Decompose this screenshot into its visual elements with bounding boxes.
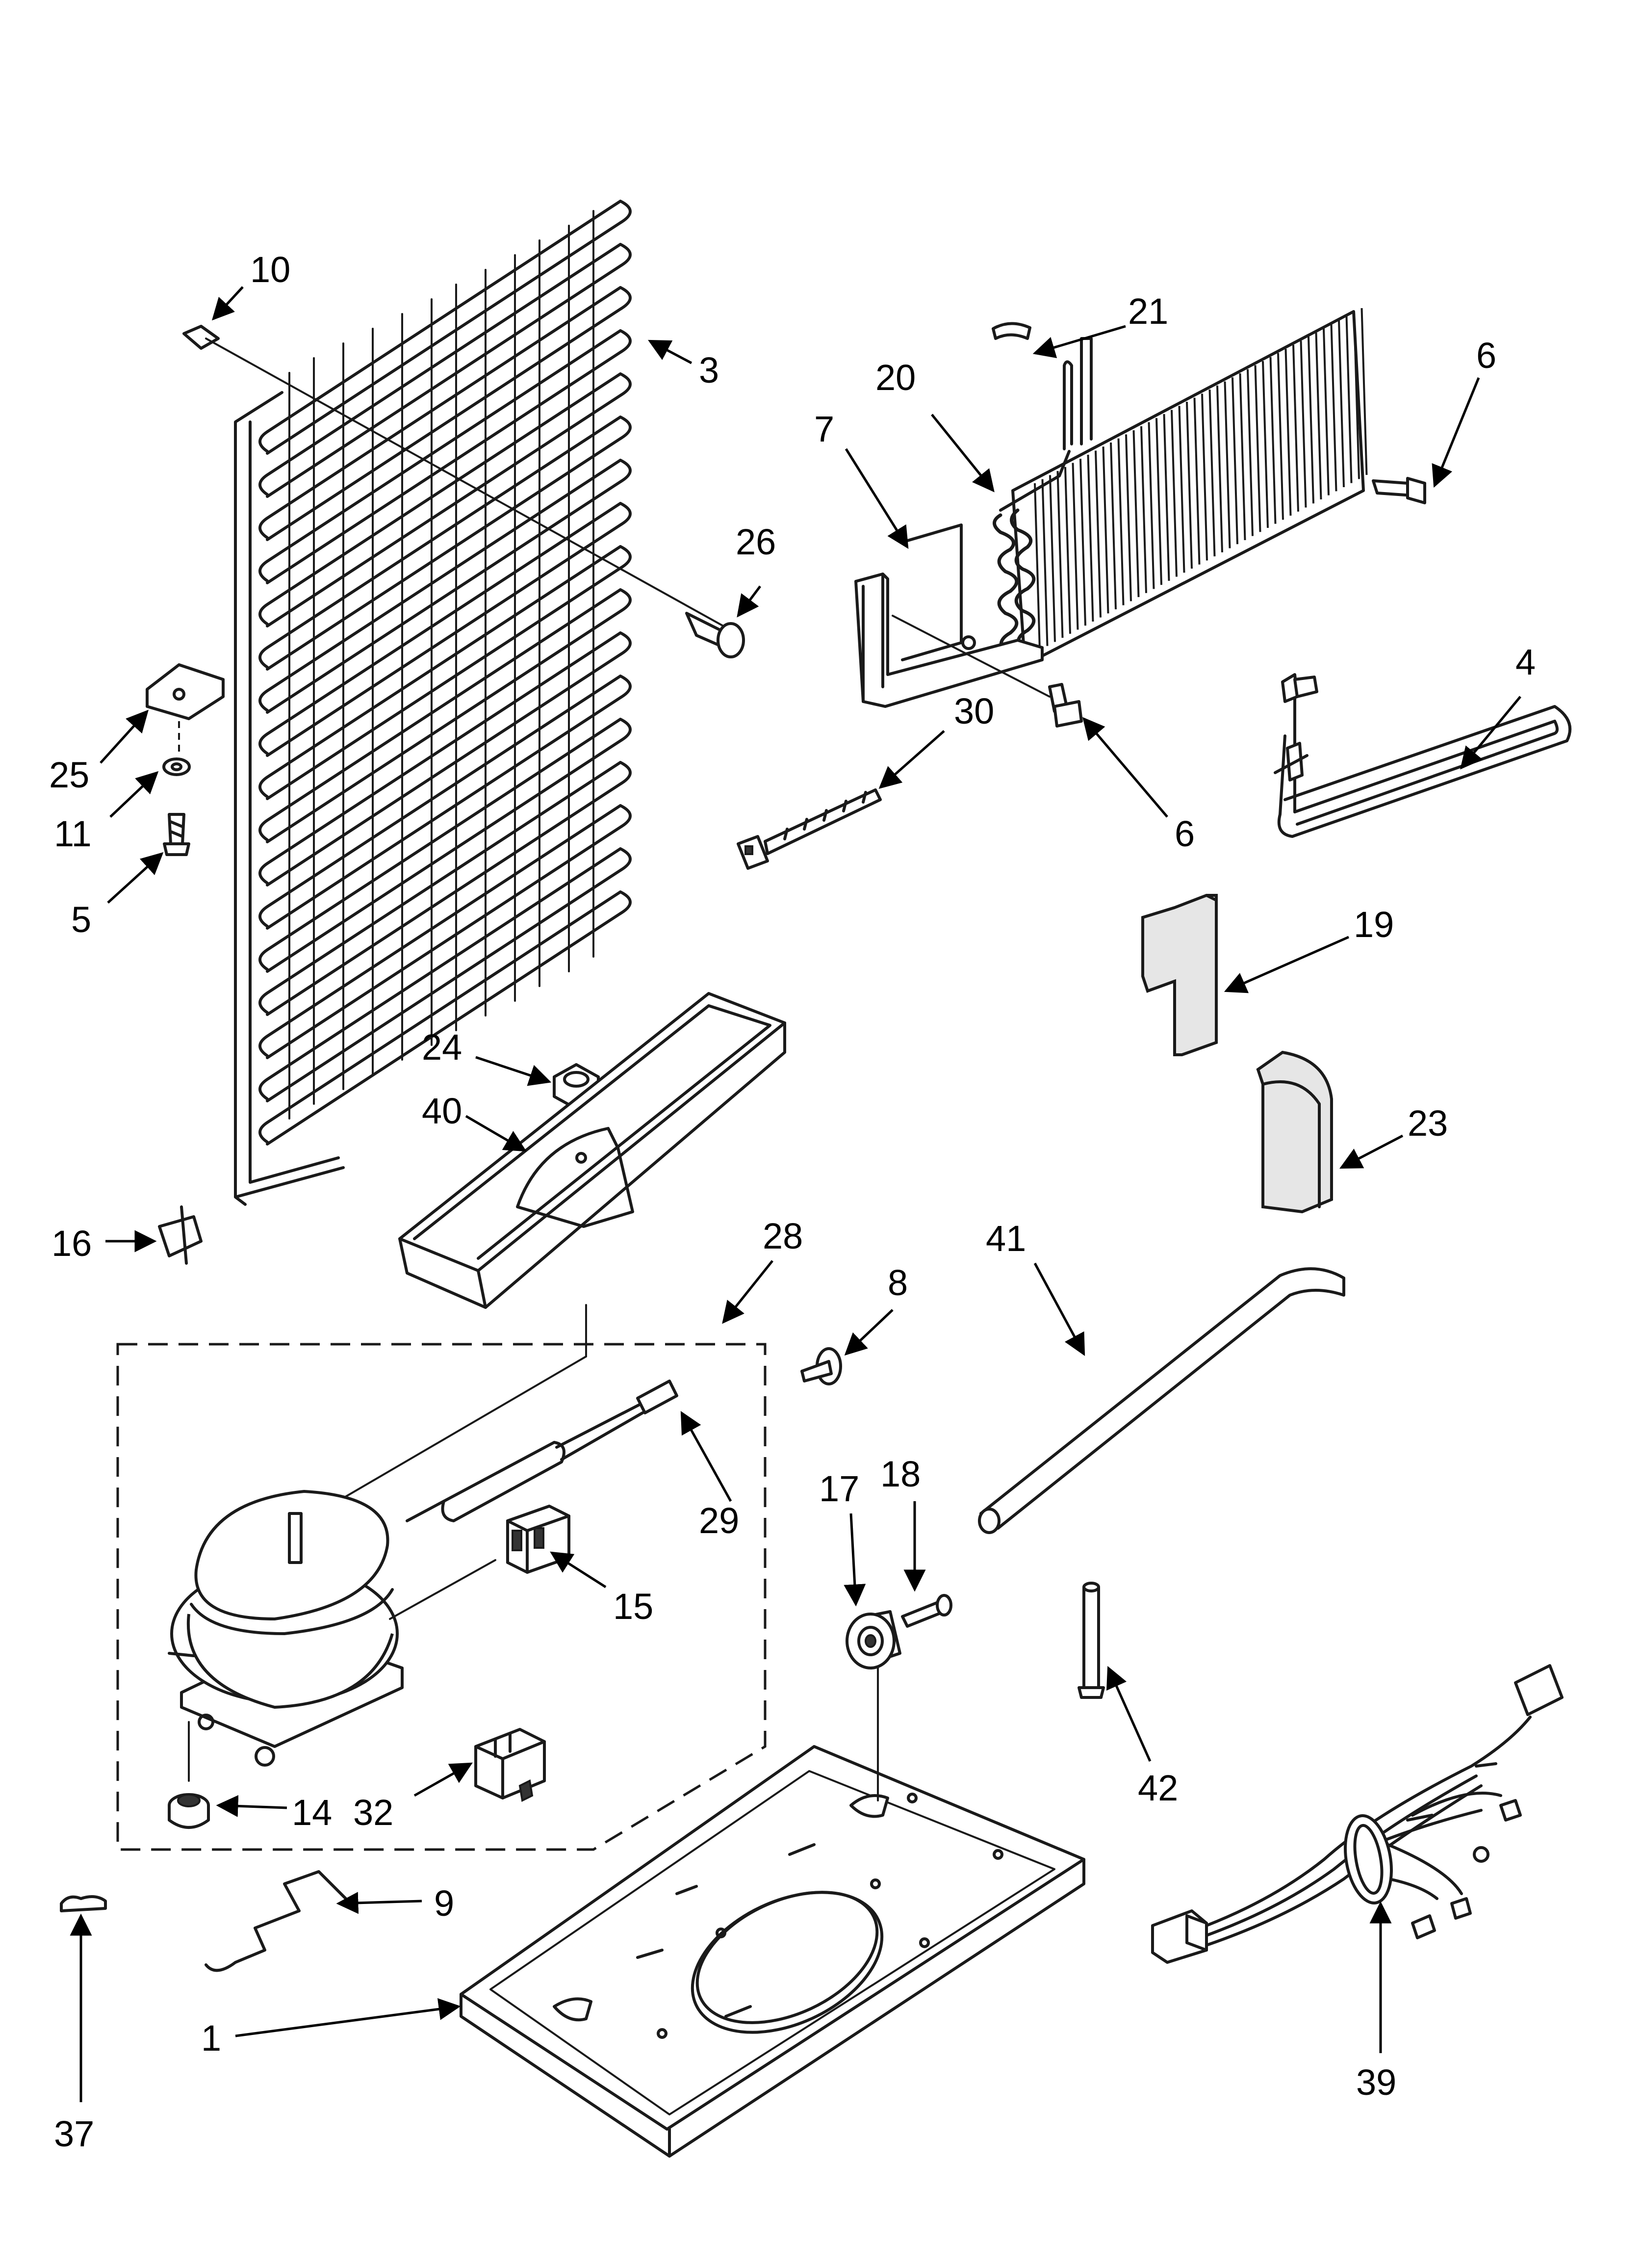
clip-part-21 [992, 322, 1031, 340]
callout-10: 10 [250, 249, 290, 290]
wire-harness-part-39 [1151, 1664, 1564, 1964]
screw-part-5 [163, 813, 190, 856]
callout-17: 17 [819, 1468, 859, 1509]
callout-32: 32 [353, 1792, 393, 1833]
callout-14: 14 [292, 1792, 332, 1833]
pin-part-26 [685, 612, 745, 658]
screw-part-10 [182, 325, 737, 634]
callout-3: 3 [699, 350, 719, 391]
callout-37: 37 [54, 2113, 94, 2154]
callout-26: 26 [736, 521, 776, 562]
callout-6-lower: 6 [1175, 813, 1195, 854]
bracket-part-25 [146, 663, 225, 756]
callout-11: 11 [54, 813, 92, 854]
wire-part-9 [205, 1870, 347, 1972]
pin-part-42 [1078, 1582, 1105, 1699]
grommet-part-14 [168, 1721, 210, 1829]
callout-41: 41 [986, 1218, 1026, 1259]
tube-part-41 [978, 1267, 1345, 1534]
cable-tie-part-30 [737, 788, 882, 870]
callout-5: 5 [71, 899, 91, 940]
callout-19: 19 [1354, 904, 1394, 945]
foam-block-part-23 [1256, 1050, 1333, 1214]
callout-42: 42 [1138, 1768, 1178, 1808]
evaporator-coil-part-20 [993, 308, 1368, 666]
callout-25: 25 [49, 755, 89, 795]
relay-part-15 [506, 1505, 570, 1574]
plug-part-8 [800, 1347, 842, 1385]
callout-1: 1 [201, 2018, 221, 2059]
compressor-assembly-boundary-28 [116, 1304, 767, 1851]
screw-part-6-lower [1048, 683, 1083, 728]
condenser-coil [234, 200, 632, 1206]
compressor [168, 1490, 496, 1767]
callout-23: 23 [1408, 1103, 1448, 1144]
clip-part-37 [60, 1895, 107, 1912]
callout-18: 18 [880, 1454, 921, 1494]
foam-block-part-19 [1141, 894, 1218, 1056]
capacitor-part-32 [474, 1728, 546, 1802]
callout-7: 7 [814, 409, 834, 449]
drain-pan-part-40 [398, 992, 786, 1309]
callout-16: 16 [51, 1223, 92, 1264]
callout-30: 30 [954, 691, 994, 731]
callout-39: 39 [1356, 2062, 1396, 2103]
base-pan-part-1 [460, 1667, 1085, 2158]
bracket-part-7 [854, 523, 1051, 708]
heater-part-4 [1274, 673, 1572, 838]
callout-6-upper: 6 [1476, 335, 1496, 376]
callout-4: 4 [1515, 642, 1536, 682]
callout-24: 24 [422, 1027, 462, 1068]
callout-15: 15 [613, 1586, 653, 1627]
callout-28: 28 [763, 1216, 803, 1256]
callout-9: 9 [434, 1883, 454, 1924]
washer-part-11 [162, 757, 191, 776]
roller-part-17 [846, 1610, 901, 1669]
drier-part-29 [406, 1380, 678, 1522]
callout-40: 40 [422, 1091, 462, 1131]
callout-29: 29 [699, 1500, 739, 1541]
callout-20: 20 [875, 357, 916, 398]
clip-part-16 [158, 1205, 203, 1265]
leader-lines [70, 286, 1521, 2102]
callout-21: 21 [1128, 291, 1168, 332]
screw-part-6-upper [1372, 477, 1426, 504]
callout-8: 8 [888, 1262, 908, 1303]
callout-labels: 10 3 26 25 11 5 16 24 40 28 8 41 29 15 1… [49, 249, 1536, 2154]
pin-part-18 [901, 1594, 952, 1628]
